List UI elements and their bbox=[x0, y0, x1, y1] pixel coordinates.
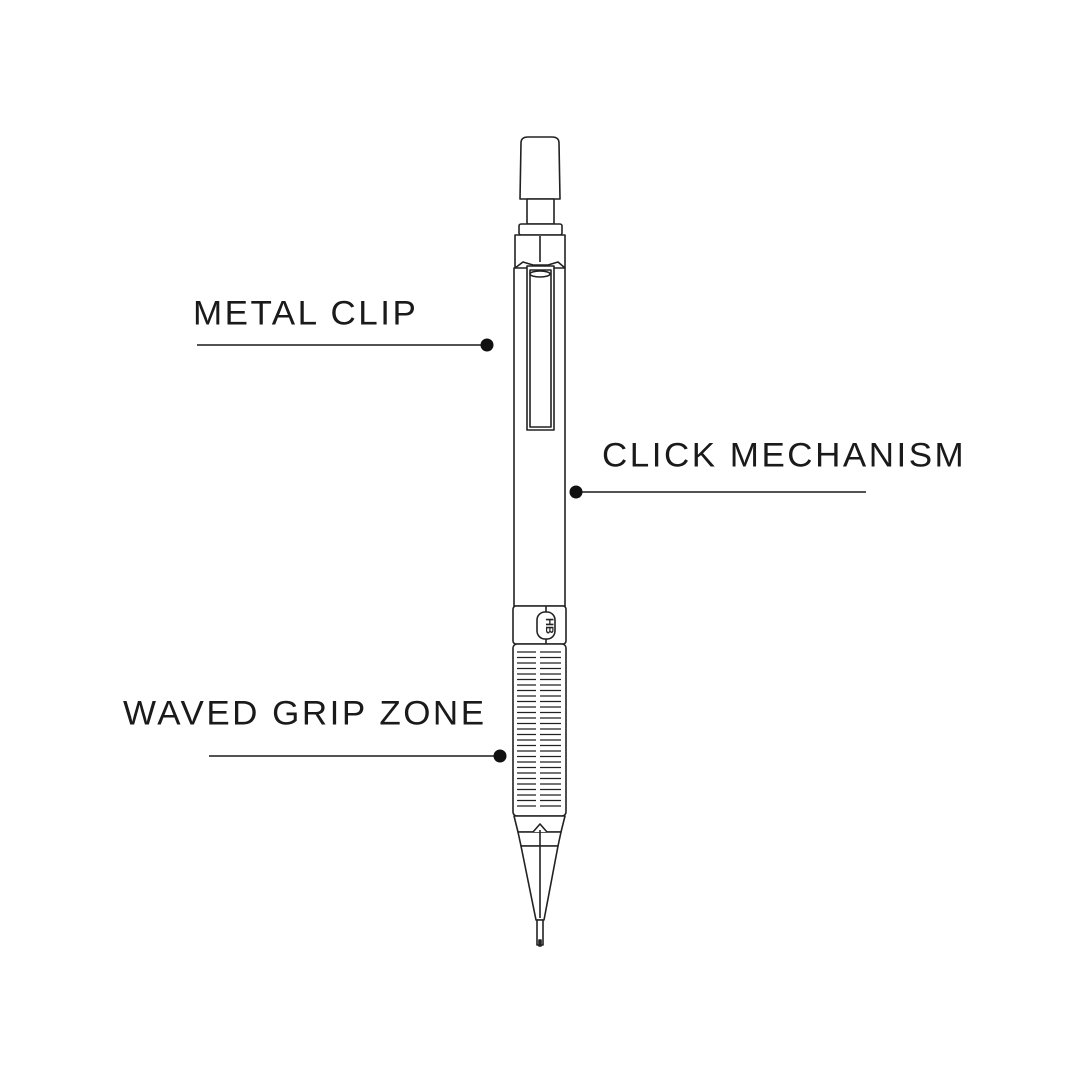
click-mechanism-label: CLICK MECHANISM bbox=[602, 436, 967, 475]
hb-marking: HB bbox=[543, 618, 555, 634]
metal-clip-dot bbox=[480, 338, 494, 352]
waved-grip bbox=[512, 643, 567, 817]
waved-grip-zone-label: WAVED GRIP ZONE bbox=[123, 694, 487, 733]
click-mechanism-dot bbox=[569, 485, 583, 499]
cap-ring bbox=[518, 223, 563, 236]
eraser-cap bbox=[519, 136, 561, 200]
cap-neck bbox=[526, 198, 555, 225]
metal-clip-label: METAL CLIP bbox=[193, 294, 419, 333]
waved-grip-zone-dot bbox=[493, 749, 507, 763]
